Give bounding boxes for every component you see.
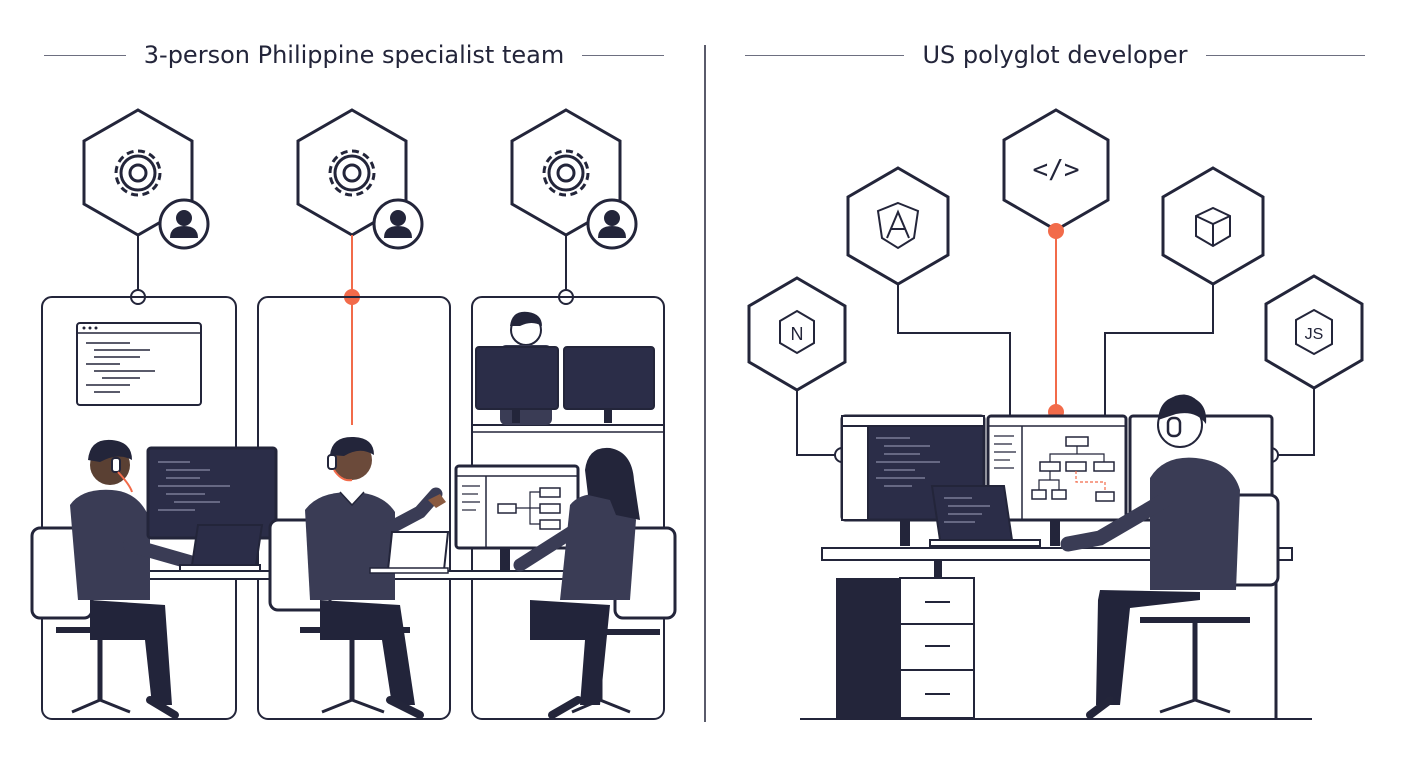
team-member-3 [454, 447, 677, 719]
tech-hex-code: </> [1002, 108, 1110, 232]
background-worker [475, 311, 655, 425]
cube-icon [1195, 206, 1231, 248]
specialist-hex-3 [510, 108, 638, 250]
specialist-hex-1 [82, 108, 210, 250]
title-rule [44, 54, 126, 56]
title-rule [745, 54, 905, 56]
person-icon [158, 198, 210, 250]
tech-hex-node: N [747, 276, 847, 392]
connector-node-active [1048, 223, 1064, 239]
tech-hex-cube [1161, 166, 1265, 286]
right-panel-title: US polyglot developer [745, 38, 1365, 72]
node-label: N [791, 324, 804, 344]
polyglot-developer [1060, 394, 1280, 719]
tech-hex-js: JS [1264, 274, 1364, 390]
team-member-1 [30, 439, 278, 719]
node-n-icon [779, 309, 815, 355]
code-window [76, 322, 202, 406]
right-panel-title-text: US polyglot developer [922, 41, 1188, 69]
code-brackets-icon: </> [1033, 155, 1080, 185]
title-rule [1205, 54, 1365, 56]
person-icon [372, 198, 424, 250]
angular-a-icon [876, 201, 920, 250]
js-icon [1295, 308, 1333, 356]
specialist-hex-2 [296, 108, 424, 250]
left-panel-title-text: 3-person Philippine specialist team [143, 41, 565, 69]
person-icon [586, 198, 638, 250]
left-panel-title: 3-person Philippine specialist team [44, 38, 664, 72]
tech-hex-angular [846, 166, 950, 286]
developer-desk [800, 547, 1312, 720]
js-label: JS [1305, 326, 1324, 343]
title-rule [582, 54, 664, 56]
team-member-2 [268, 436, 450, 719]
